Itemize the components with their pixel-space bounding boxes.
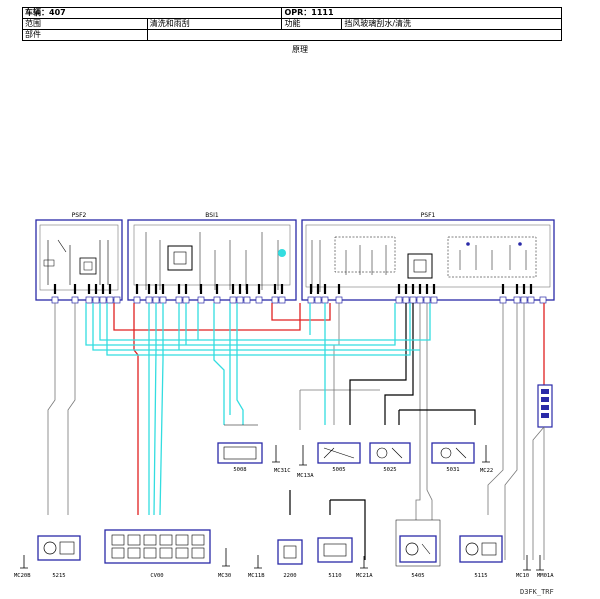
c5008-label: 5008 — [233, 467, 246, 473]
ground-mc22: MC22 — [480, 468, 493, 474]
c5405-label: 5405 — [411, 573, 424, 579]
cv00-label: CV00 — [150, 573, 163, 579]
component-5115: 5115 — [459, 535, 503, 579]
part-value — [146, 29, 563, 41]
component-5215: 5215 — [37, 535, 81, 579]
principle-label: 原理 — [292, 45, 308, 54]
c5215-label: 5215 — [52, 573, 65, 579]
component-5008: 5008 — [217, 424, 263, 473]
black-wires — [289, 303, 476, 560]
bsi1-label: BSI1 — [205, 212, 219, 219]
psf1-label: PSF1 — [421, 212, 436, 219]
c5025-label: 5025 — [383, 467, 396, 473]
ground-mc30: MC30 — [218, 573, 231, 579]
footer-code: D3FK_TRF — [520, 588, 554, 596]
c5031-label: 5031 — [446, 467, 459, 473]
red-wires — [113, 303, 545, 515]
component-2200: 2200 — [277, 539, 303, 579]
connector-pins — [51, 296, 547, 304]
component-cv00: CV00 — [104, 529, 211, 579]
module-psf1: PSF1 — [278, 212, 555, 301]
ground-mc13a: MC13A — [297, 473, 314, 479]
cyan-wires — [85, 303, 431, 516]
psf2-label: PSF2 — [72, 212, 87, 219]
c5110-label: 5110 — [328, 573, 341, 579]
component-5405: 5405 — [395, 519, 441, 579]
c5005-label: 5005 — [332, 467, 345, 473]
module-bsi1: BSI1 — [127, 212, 297, 301]
ground-symbols — [20, 445, 544, 571]
ground-mc10: MC10 — [516, 573, 529, 579]
part-label: 部件 — [22, 29, 148, 41]
gray-wires — [47, 303, 525, 560]
ground-mm01a: MM01A — [537, 573, 554, 579]
component-5025: 5025 — [369, 442, 411, 473]
component-5031: 5031 — [431, 442, 475, 473]
ground-mc11b: MC11B — [248, 573, 265, 579]
splice-connector — [532, 384, 553, 560]
ground-mc20b: MC20B — [14, 573, 31, 579]
component-5110: 5110 — [317, 537, 353, 579]
c2200-label: 2200 — [283, 573, 296, 579]
c5115-label: 5115 — [474, 573, 487, 579]
pin-label-marks — [53, 284, 533, 294]
ground-labels: MC31C MC13A MC22 MC20B MC30 MC11B MC21A … — [14, 468, 554, 579]
ground-mc31c: MC31C — [274, 468, 291, 474]
ground-mc21a: MC21A — [356, 573, 373, 579]
header-table: 车辆：407 OPR：1111 范围 清洗和雨刮 功能 挡风玻璃刮水/清洗 部件 — [21, 7, 563, 41]
module-psf2: PSF2 — [35, 212, 123, 301]
component-5005: 5005 — [317, 442, 361, 473]
